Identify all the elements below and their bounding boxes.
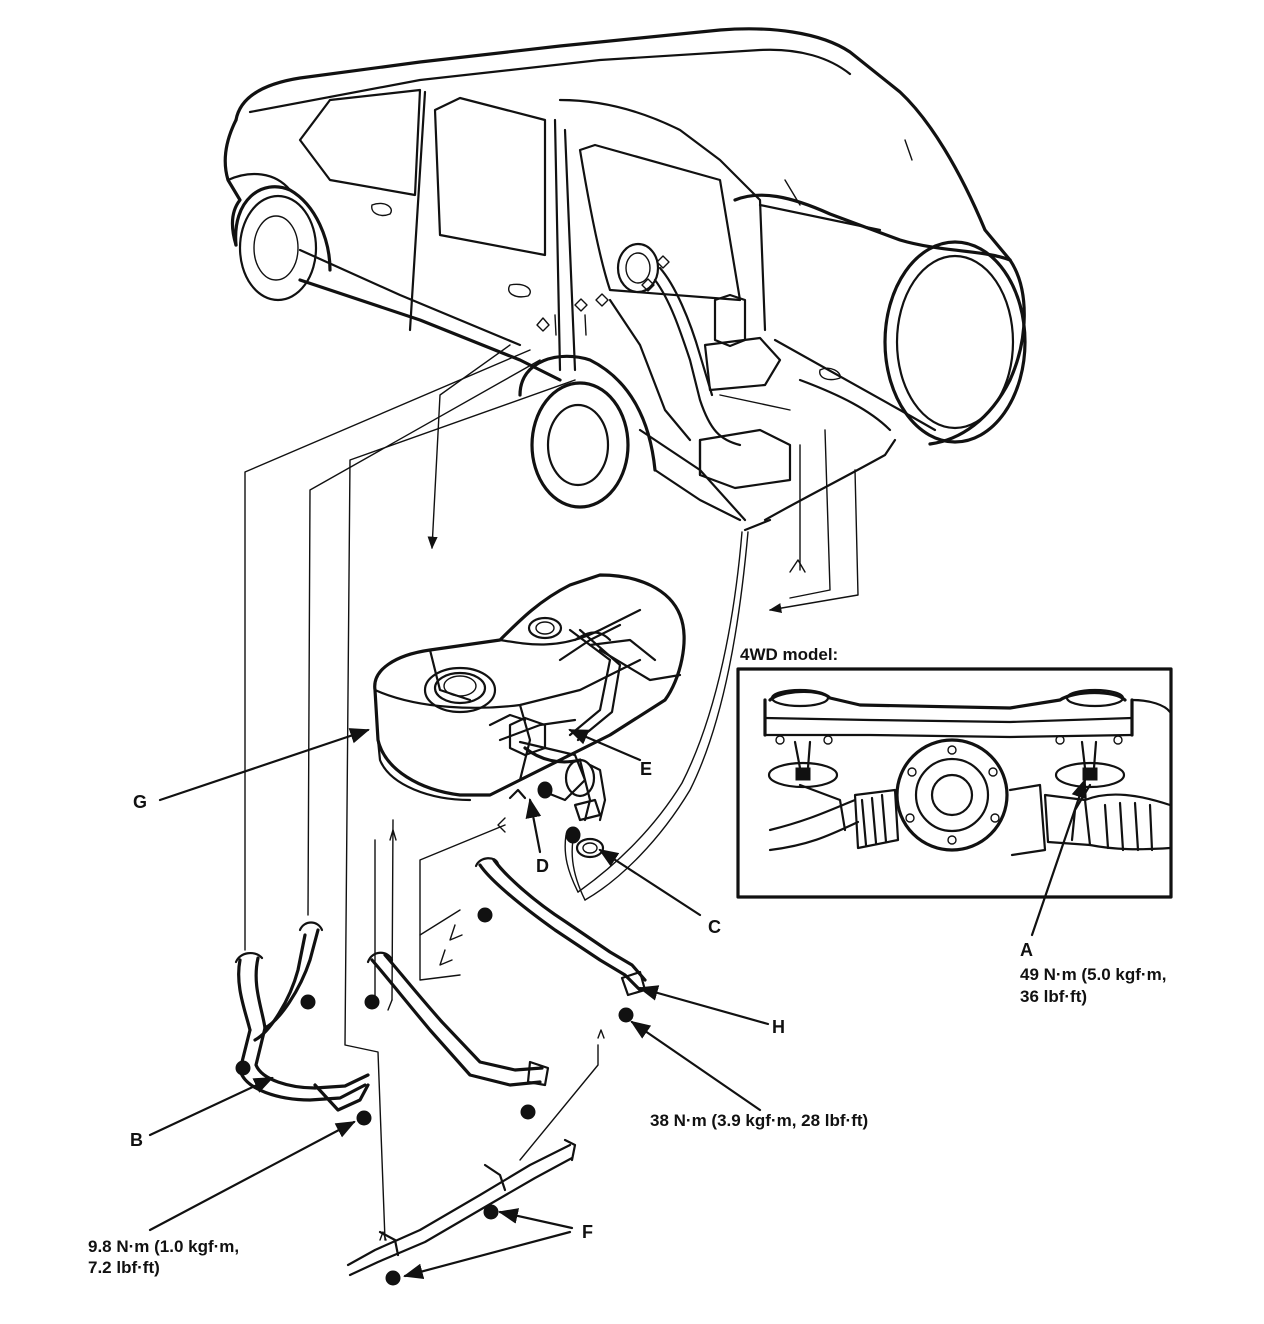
fasteners [235, 907, 634, 1286]
nut-right-strap-bottom [618, 1007, 634, 1023]
arrow-c [598, 848, 702, 917]
nut-bracket-b-left [235, 1060, 251, 1076]
nut-bracket-b-top [300, 994, 316, 1010]
arrow-d [525, 798, 542, 854]
label-f: F [582, 1222, 593, 1242]
arrow-g [158, 728, 370, 802]
vehicle-body [223, 27, 1027, 532]
label-h: H [772, 1017, 785, 1037]
tank-straps [234, 857, 647, 1277]
label-e: E [640, 759, 652, 779]
label-d: D [536, 856, 549, 876]
label-a: A [1020, 940, 1033, 960]
label-c: C [708, 917, 721, 937]
arrow-a [1030, 778, 1087, 937]
label-g: G [133, 792, 147, 812]
label-arrows [148, 559, 1087, 1280]
nut-right-strap-top [477, 907, 493, 923]
nut-rod-f-lower [385, 1270, 401, 1286]
torque-small-line2: 7.2 lbf·ft) [88, 1258, 160, 1277]
fuel-tank [373, 573, 686, 859]
inset-4wd [736, 667, 1173, 899]
nut-middle-strap-top [364, 994, 380, 1010]
torque-strap: 38 N·m (3.9 kgf·m, 28 lbf·ft) [650, 1111, 868, 1130]
arrow-strap-torque [630, 1020, 762, 1112]
arrow-b [148, 1076, 274, 1137]
arrow-f-upper [498, 1208, 574, 1230]
arrow-f-lower [403, 1230, 572, 1280]
nut-rod-f-upper [483, 1204, 499, 1220]
leader-lines [244, 344, 859, 1241]
inset-title: 4WD model: [740, 645, 838, 664]
label-b: B [130, 1130, 143, 1150]
arrow-e [568, 728, 642, 762]
torque-small-line1: 9.8 N·m (1.0 kgf·m, [88, 1237, 239, 1256]
arrow-small-torque [148, 1120, 356, 1232]
torque-a-line2: 36 lbf·ft) [1020, 987, 1087, 1006]
torque-a-line1: 49 N·m (5.0 kgf·m, [1020, 965, 1166, 984]
nut-middle-strap-bottom [520, 1104, 536, 1120]
arrow-h [638, 985, 770, 1026]
nut-bracket-b-bottom [356, 1110, 372, 1126]
